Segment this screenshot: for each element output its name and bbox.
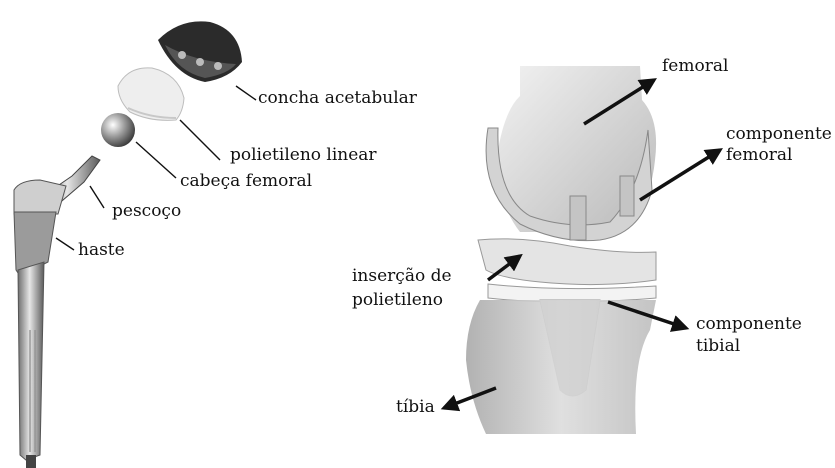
label-stem: haste — [78, 240, 125, 261]
label-femur: femoral — [662, 56, 728, 77]
acetabular-shell — [158, 21, 242, 82]
label-acetabular-shell: concha acetabular — [258, 88, 417, 109]
label-neck: pescoço — [112, 201, 181, 222]
label-polyethylene-liner: polietileno linear — [230, 145, 377, 166]
label-femoral-component-2: femoral — [726, 145, 792, 166]
polyethylene-liner — [118, 68, 184, 121]
femoral-stem — [14, 156, 100, 468]
label-tibia: tíbia — [396, 397, 435, 418]
tibia-bone — [466, 300, 656, 434]
label-insert-2: polietileno — [352, 290, 443, 311]
polyethylene-insert — [478, 239, 656, 285]
label-femoral-component-1: componente — [726, 124, 832, 145]
label-insert-1: inserção de — [352, 266, 452, 287]
label-tibial-component-1: componente — [696, 314, 802, 335]
label-tibial-component-2: tibial — [696, 336, 740, 357]
label-femoral-head: cabeça femoral — [180, 171, 312, 192]
femoral-head — [101, 113, 135, 147]
